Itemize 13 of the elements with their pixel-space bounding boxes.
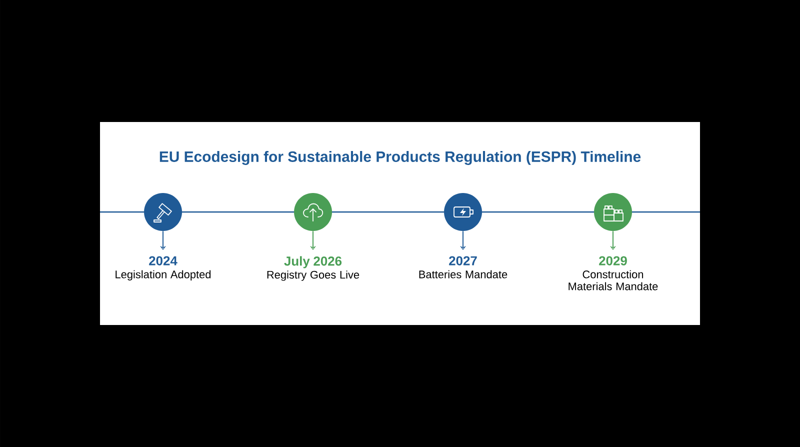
- title: EU Ecodesign for Sustainable Products Regulation (ESPR) Timeline: [160, 151, 641, 165]
- year-label: 2024: [149, 256, 178, 266]
- milestone-description: Registry Goes Live: [267, 270, 360, 281]
- milestone-circle: [594, 193, 632, 231]
- year-label: July 2026: [284, 256, 342, 268]
- milestone-circle: [294, 193, 332, 231]
- milestone-description: Batteries Mandate: [419, 270, 508, 278]
- year-label: 2029: [599, 256, 627, 266]
- milestone-description: Construction Materials Mandate: [568, 270, 658, 290]
- milestone-description: Legislation Adopted: [116, 270, 211, 280]
- milestone-circle: [444, 193, 482, 231]
- year-label: 2027: [449, 256, 477, 266]
- milestone-circle: [144, 193, 182, 231]
